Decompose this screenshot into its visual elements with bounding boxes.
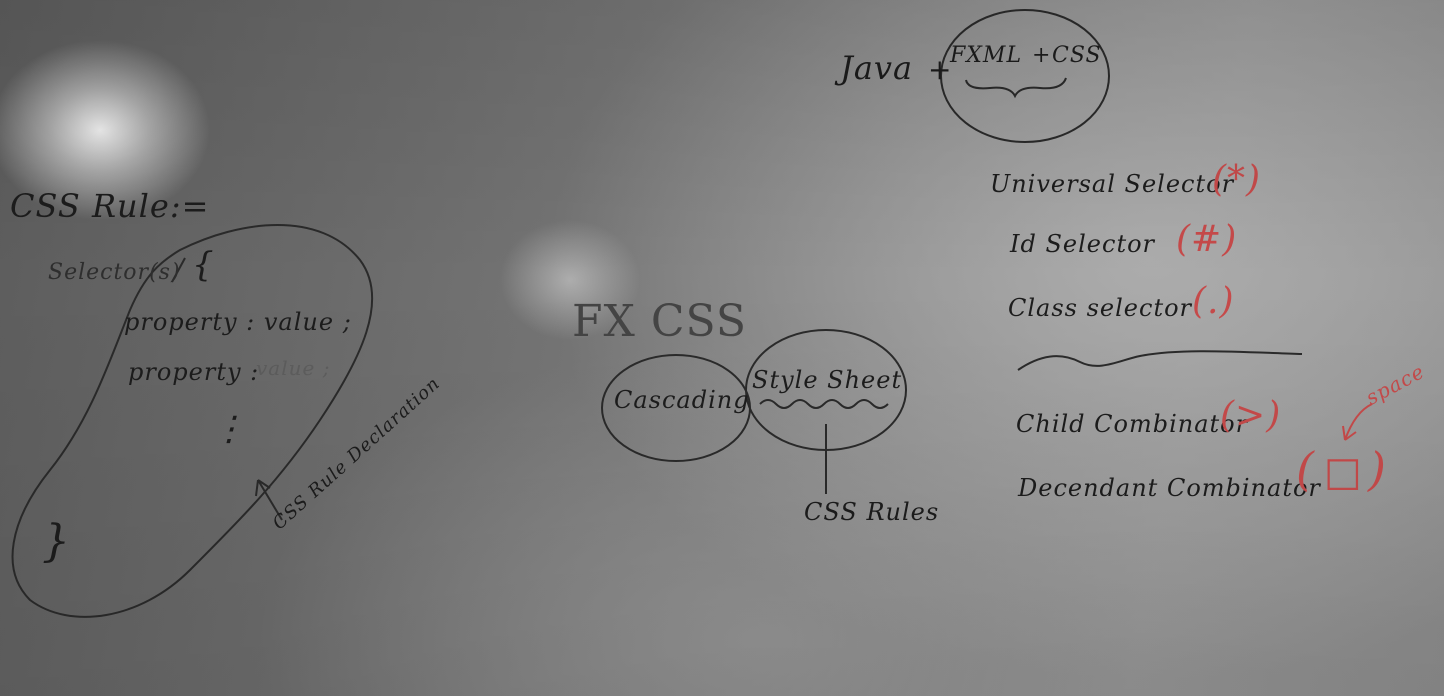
descendant-combinator-label: Decendant Combinator: [1018, 474, 1321, 502]
id-selector-symbol: (#): [1176, 219, 1238, 260]
plus-sign: +: [1032, 43, 1052, 68]
selector-slash: [171, 257, 186, 283]
selector-label: Selector(s): [48, 260, 181, 285]
declaration-arrow: [255, 479, 283, 521]
open-brace: {: [192, 245, 215, 285]
close-brace: }: [42, 516, 71, 567]
class-selector-label: Class selector: [1008, 294, 1193, 322]
selector-divider: [1017, 350, 1303, 371]
fx-css-title: FX CSS: [572, 296, 748, 347]
fxml-css-circle: [940, 9, 1110, 143]
property-line-1: property : value ;: [124, 308, 352, 336]
descendant-symbol-close: ): [1368, 442, 1387, 496]
style-sheet-squiggle: [759, 399, 889, 409]
fxml-underbrace: [965, 77, 1067, 99]
property-line-2: property :: [128, 358, 260, 386]
plus-sign: +: [928, 53, 953, 86]
css-label: CSS: [1052, 43, 1102, 68]
descendant-symbol-open: (: [1296, 442, 1315, 496]
rule-blob: [11, 224, 374, 618]
child-combinator-label: Child Combinator: [1016, 410, 1249, 438]
cascading-label: Cascading: [614, 386, 750, 414]
css-rule-title: CSS Rule:=: [10, 187, 210, 225]
java-label: Java: [840, 49, 914, 87]
universal-selector-symbol: (*): [1212, 159, 1262, 200]
universal-selector-label: Universal Selector: [990, 170, 1235, 198]
space-box-icon: □: [1324, 449, 1363, 495]
class-selector-symbol: (.): [1192, 281, 1235, 322]
child-combinator-symbol: (>): [1220, 395, 1282, 436]
value-line-2: value ;: [256, 356, 331, 380]
continuation-dots: ⋮: [212, 409, 247, 449]
fxml-label: FXML: [950, 43, 1023, 68]
id-selector-label: Id Selector: [1010, 230, 1156, 258]
css-rules-label: CSS Rules: [804, 498, 940, 526]
space-arrow: [1342, 403, 1373, 441]
style-sheet-label: Style Sheet: [752, 366, 903, 394]
